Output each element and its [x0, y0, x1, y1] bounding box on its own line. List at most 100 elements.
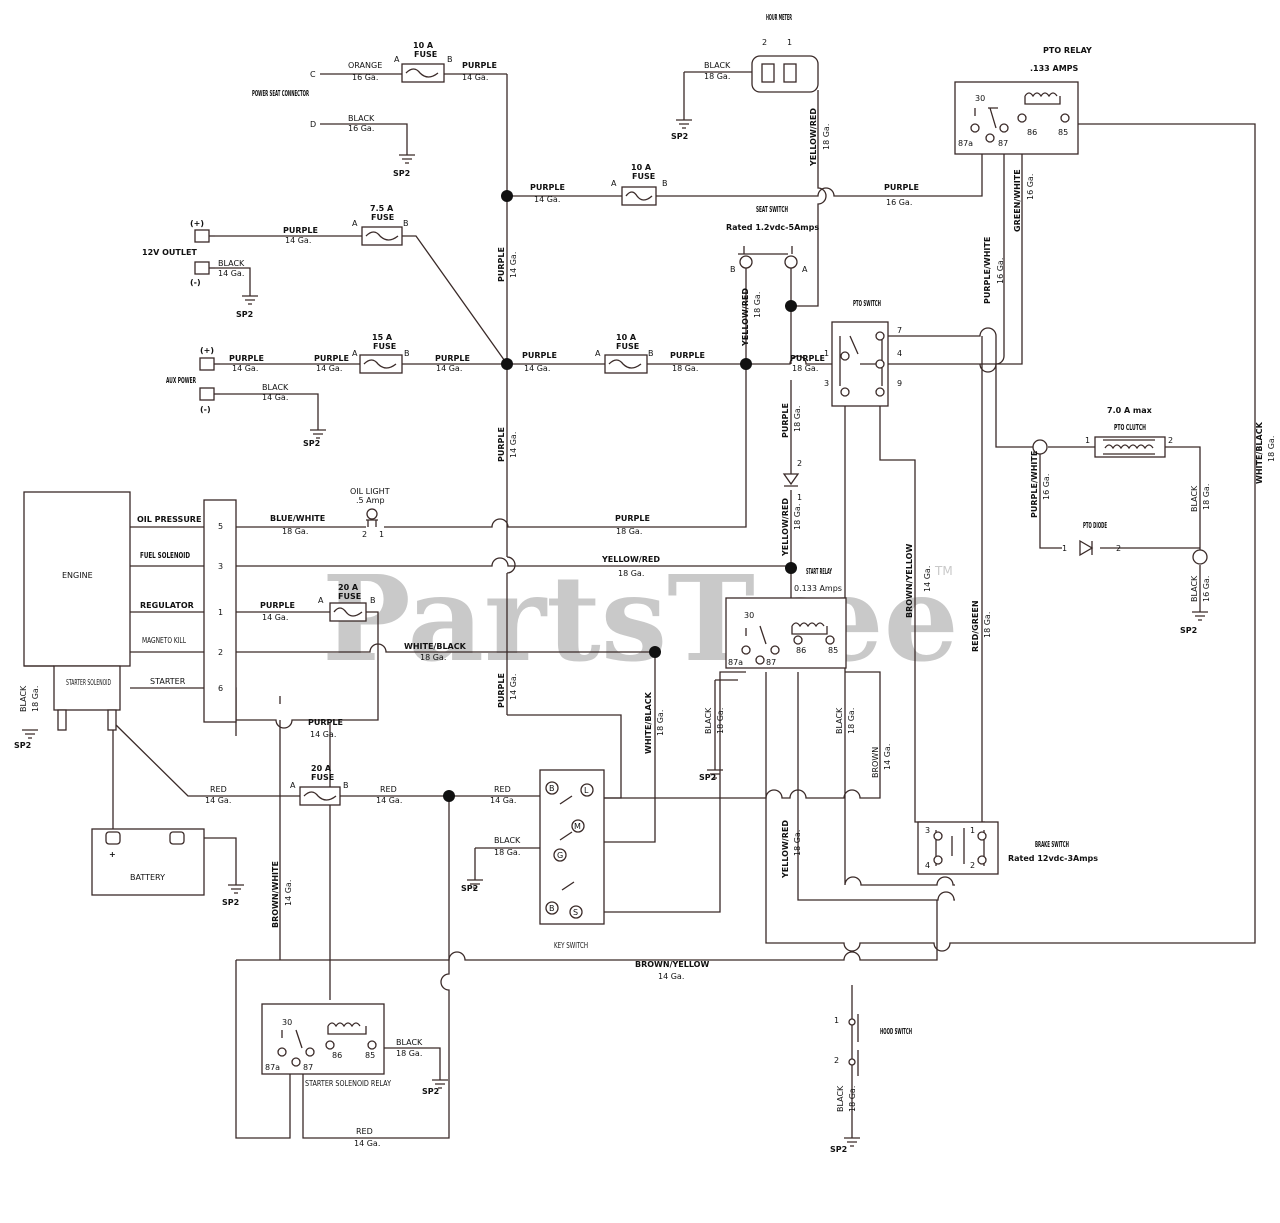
wire-label: RED/GREEN [971, 600, 980, 652]
terminal-magneto-kill: MAGNETO KILL [142, 636, 186, 645]
pto-diode-pin: 1 [1062, 544, 1067, 553]
connector-pin: 1 [218, 608, 223, 617]
seat-switch-pin-a: A [802, 265, 808, 274]
wire-label: PURPLE [615, 514, 650, 523]
aux-power-label: AUX POWER [166, 376, 196, 385]
connector-pin: 3 [218, 562, 223, 571]
wire-label: RED [380, 785, 397, 794]
power-seat-connector: C D POWER SEAT CONNECTOR [252, 70, 316, 129]
wire-gauge: 14 Ga. [490, 796, 516, 805]
hour-meter: HOUR METER 2 1 [751, 13, 819, 93]
fuse-end-b: B [343, 781, 349, 790]
watermark: PartsTree [322, 549, 959, 688]
wire-gauge: 14 Ga. [462, 73, 488, 82]
wire-gauge: 14 Ga. [316, 364, 342, 373]
fuse-rating: 10 A [616, 333, 637, 342]
starter-solenoid-relay: 30 87a 87 86 85 STARTER SOLENOID RELAY [261, 1003, 391, 1088]
fuse-label: FUSE [371, 213, 394, 222]
fuse-label: FUSE [616, 342, 639, 351]
relay-pin: 85 [1058, 128, 1068, 137]
wire-gauge: 18 Ga. [983, 612, 992, 638]
wire-labels: ORANGE 16 Ga. PURPLE 14 Ga. BLACK 16 Ga.… [205, 61, 919, 1148]
wire-label: PURPLE [497, 673, 506, 708]
wire-label: PURPLE [522, 351, 557, 360]
wire-gauge: 18 Ga. [793, 504, 802, 530]
wire-gauge: 18 Ga. [616, 527, 642, 536]
wire-gauge: 14 Ga. [524, 364, 550, 373]
wire-label: WHITE/BLACK [404, 642, 467, 651]
grounds: SP2 SP2 SP2 SP2 SP2 SP2 SP2 SP2 SP2 SP2 … [14, 119, 1208, 1154]
wire-gauge: 14 Ga. [284, 880, 293, 906]
wire-gauge: 14 Ga. [509, 674, 518, 700]
relay-pin: 86 [796, 646, 806, 655]
start-relay-label: START RELAY [806, 567, 832, 576]
wire-label: BROWN/YELLOW [635, 960, 709, 969]
relay-pin: 87a [265, 1063, 280, 1072]
pto-relay: PTO RELAY .133 AMPS 30 87a 87 86 85 [954, 46, 1092, 155]
wire-label: PURPLE [229, 354, 264, 363]
relay-pin: 30 [975, 94, 985, 103]
engine-label: ENGINE [62, 571, 93, 580]
hour-meter-pin: 1 [787, 38, 792, 47]
key-pin: G [557, 851, 563, 860]
wire-label: BLACK [836, 1085, 845, 1112]
wire-label: ORANGE [348, 61, 382, 70]
wire-label: RED [356, 1127, 373, 1136]
relay-pin: 87 [766, 658, 776, 667]
pto-diode-pin: 2 [1116, 544, 1121, 553]
key-pin: S [573, 908, 578, 917]
fuse-end-a: A [352, 219, 358, 228]
brake-switch: 3 4 1 2 BRAKE SWITCH Rated 12vdc-3Amps [917, 821, 1098, 875]
wire-gauge: 16 Ga. [348, 124, 374, 133]
fuse-c-line: 10 A FUSE A B [394, 41, 453, 83]
hour-meter-label: HOUR METER [766, 13, 792, 22]
key-pin: B [549, 904, 555, 913]
wire-gauge: 14 Ga. [310, 730, 336, 739]
connector-pin: 2 [218, 648, 223, 657]
brake-pin: 1 [970, 826, 975, 835]
fuse-end-a: A [394, 55, 400, 64]
engine-connector: 5 3 1 2 6 [203, 499, 237, 723]
hood-switch: 1 2 HOOD SWITCH [834, 1014, 912, 1076]
fuse-end-a: A [290, 781, 296, 790]
pto-switch-pin: 4 [897, 349, 902, 358]
relay-pin: 85 [365, 1051, 375, 1060]
fuse-rating: 7.5 A [370, 204, 394, 213]
fuse-end-a: A [595, 349, 601, 358]
minus-sign: (-) [200, 405, 211, 414]
hour-meter-pin: 2 [762, 38, 767, 47]
key-switch-label: KEY SWITCH [554, 941, 588, 950]
fuse-aux: 15 A FUSE A B [352, 333, 410, 374]
seat-switch-label: SEAT SWITCH [756, 205, 788, 214]
ground-label: SP2 [236, 310, 253, 319]
wire-label: PURPLE [314, 354, 349, 363]
wire-gauge: 18 Ga. [618, 569, 644, 578]
key-pin: M [574, 822, 581, 831]
wire-label: PURPLE [497, 427, 506, 462]
watermark-tm: TM [934, 564, 953, 578]
ground-label: SP2 [303, 439, 320, 448]
pin-d: D [310, 120, 316, 129]
wire-label: BLACK [704, 61, 731, 70]
terminal-fuel-solenoid: FUEL SOLENOID [140, 551, 190, 560]
relay-pin: 87 [998, 139, 1008, 148]
wire-label: BROWN/YELLOW [905, 544, 914, 618]
wire-gauge: 18 Ga. [753, 292, 762, 318]
oil-light-rating: .5 Amp [356, 496, 385, 505]
fuse-end-a: A [318, 596, 324, 605]
wire-label: BLACK [835, 707, 844, 734]
key-pin: L [584, 786, 589, 795]
ground-label: SP2 [671, 132, 688, 141]
relay-pin: 87 [303, 1063, 313, 1072]
wire-label: PURPLE [435, 354, 470, 363]
hood-switch-label: HOOD SWITCH [880, 1027, 912, 1036]
brake-switch-label: BRAKE SWITCH [1035, 840, 1069, 849]
fuse-end-b: B [370, 596, 376, 605]
pto-switch: PTO SWITCH 1 3 7 4 9 [824, 299, 902, 407]
wire-gauge: 18 Ga. [822, 124, 831, 150]
seat-switch: SEAT SWITCH Rated 1.2vdc-5Amps B A [726, 205, 819, 274]
pto-diode-label: PTO DIODE [1083, 521, 1107, 530]
wire-label: BLACK [494, 836, 521, 845]
diode-pin: 2 [797, 459, 802, 468]
seat-diode: 2 1 [782, 459, 802, 502]
